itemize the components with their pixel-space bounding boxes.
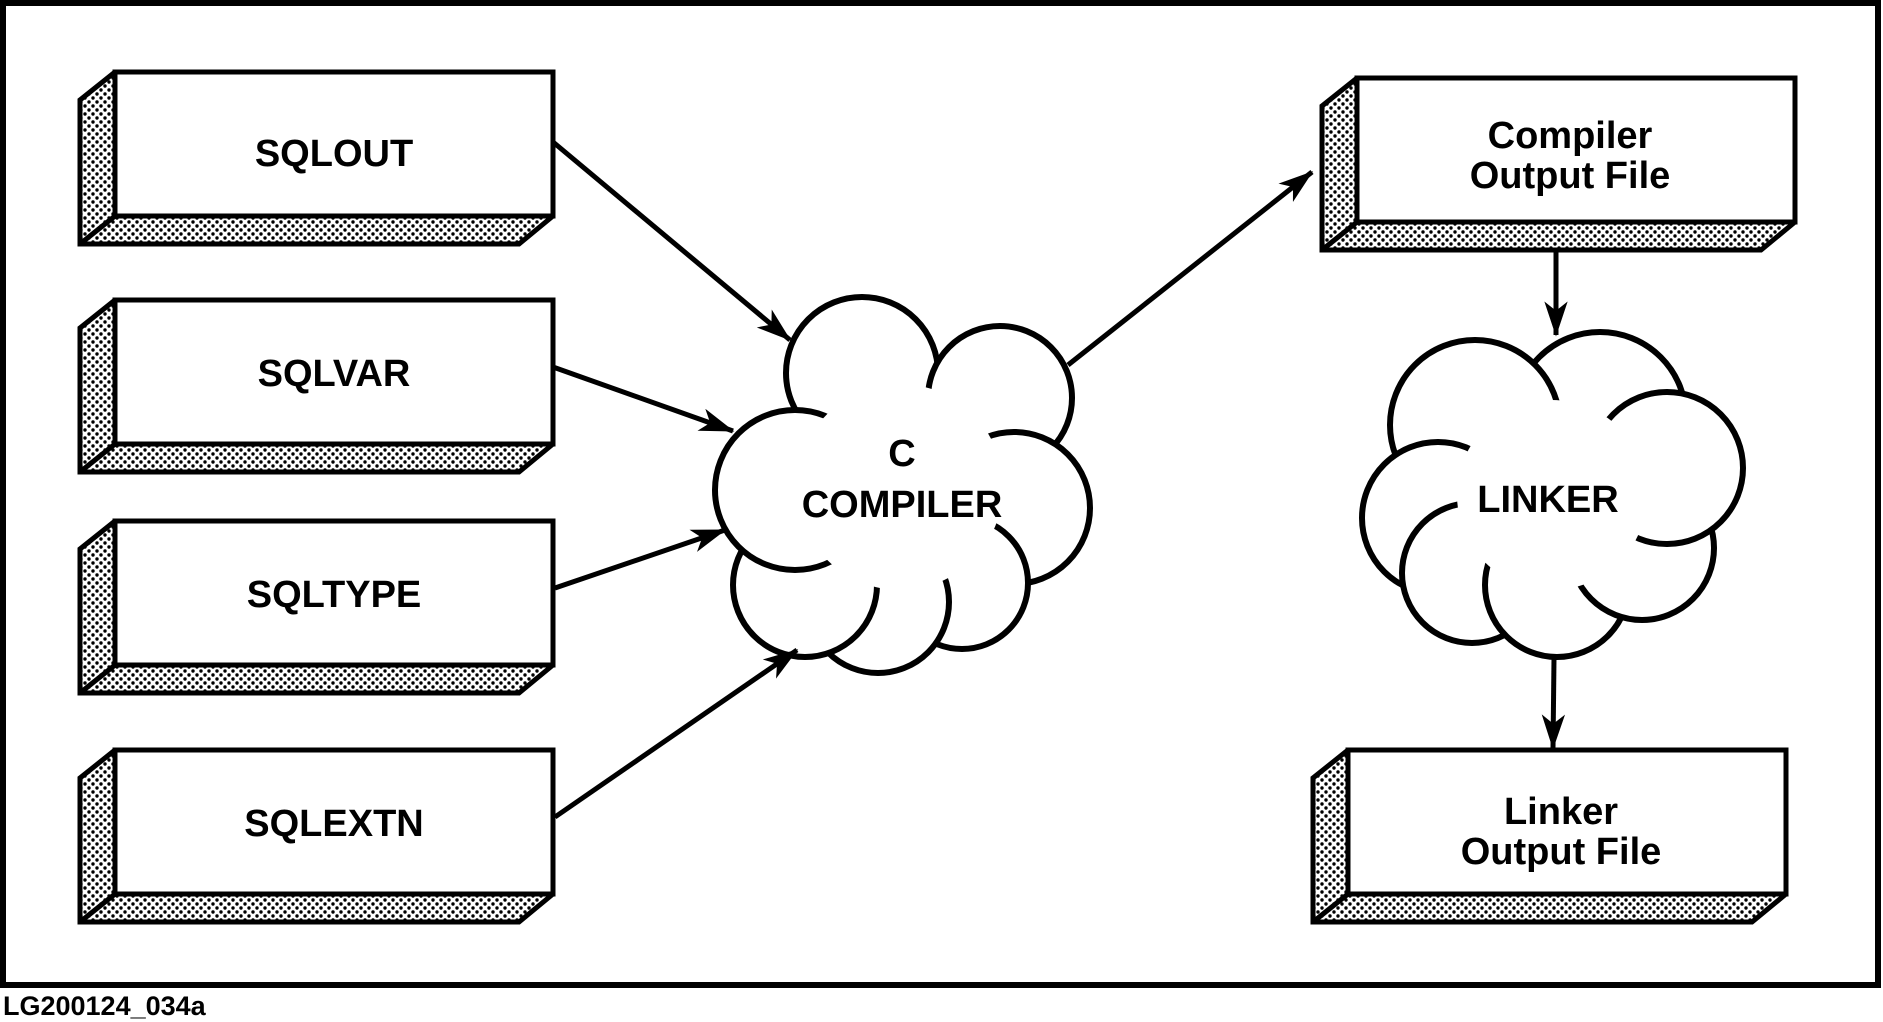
arrow-sqlextn-to-compiler — [553, 647, 799, 820]
linker-cloud: LINKER — [1359, 329, 1746, 660]
box-sqlextn: SQLEXTN — [80, 750, 553, 922]
arrow-compiler-to-output-file — [1066, 170, 1314, 367]
box-sqltype-label: SQLTYPE — [247, 574, 422, 616]
c-compiler-line1: C — [888, 433, 915, 475]
linker-output-line1: Linker — [1504, 791, 1618, 833]
arrow-linker-to-output-file — [1541, 657, 1566, 750]
compiler-output-line1: Compiler — [1488, 115, 1653, 157]
outer-frame — [0, 0, 1881, 988]
c-compiler-line2: COMPILER — [802, 484, 1003, 526]
arrow-sqltype-to-compiler — [554, 527, 727, 591]
arrow-sqlout-to-compiler — [551, 140, 792, 342]
box-sqlextn-label: SQLEXTN — [244, 803, 423, 845]
box-sqlout-label: SQLOUT — [255, 133, 413, 175]
c-compiler-cloud: C COMPILER — [712, 294, 1093, 676]
box-sqlout: SQLOUT — [80, 72, 553, 244]
figure-caption: LG200124_034a — [3, 991, 207, 1021]
box-sqlvar-label: SQLVAR — [258, 353, 411, 395]
box-linker-output: Linker Output File — [1313, 750, 1786, 922]
box-compiler-output: Compiler Output File — [1322, 78, 1795, 250]
box-sqltype: SQLTYPE — [80, 521, 553, 693]
linker-cloud-label: LINKER — [1477, 479, 1618, 521]
linker-output-line2: Output File — [1461, 831, 1662, 873]
compiler-output-line2: Output File — [1470, 155, 1671, 197]
box-sqlvar: SQLVAR — [80, 300, 553, 472]
arrow-sqlvar-to-compiler — [552, 364, 735, 434]
